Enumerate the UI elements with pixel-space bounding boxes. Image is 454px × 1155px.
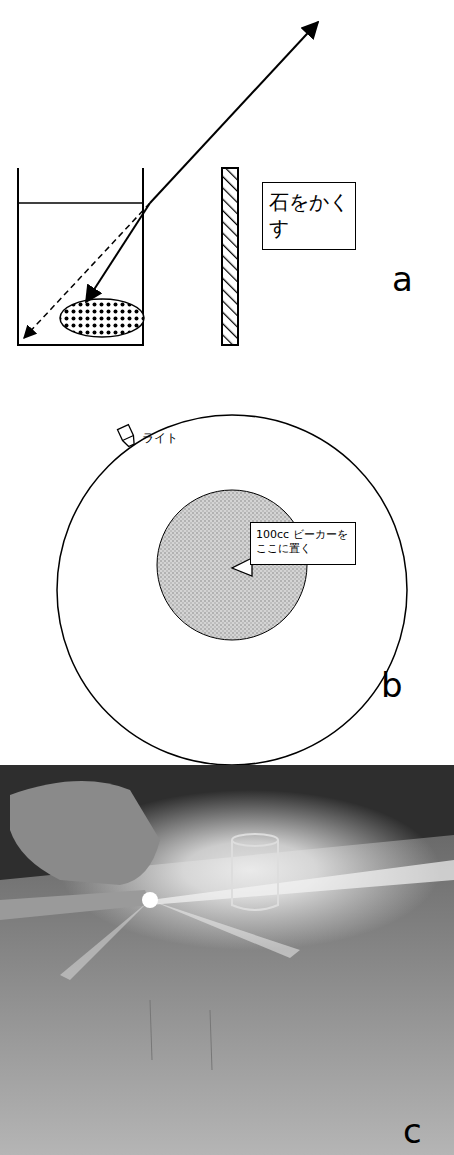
light-label: ライト [142, 432, 178, 444]
panel-letter: b [381, 668, 403, 702]
box-text: 石をかくす [269, 189, 349, 241]
turntable-figure [57, 415, 407, 765]
box-text: 100cc ビーカーをここに置く [256, 528, 350, 557]
panel-letter: c [403, 1114, 422, 1148]
photo [0, 765, 454, 1155]
note-box: 石をかくす [262, 182, 356, 250]
callout-box: 100cc ビーカーをここに置く [250, 522, 356, 565]
panel-letter: a [392, 262, 413, 296]
